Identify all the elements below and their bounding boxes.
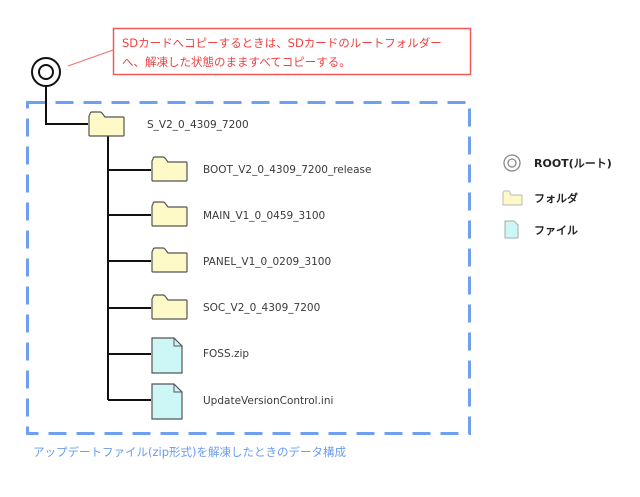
folder-icon — [151, 247, 188, 273]
callout-leader-line — [67, 49, 114, 67]
callout-box — [112, 27, 472, 76]
folder-icon — [151, 201, 188, 227]
item-label: FOSS.zip — [203, 348, 249, 360]
diagram-caption: アップデートファイル(zip形式)を解凍したときのデータ構成 — [33, 445, 347, 459]
legend-item-root: ROOT(ルート) — [503, 154, 612, 172]
tree-item-0[interactable]: BOOT_V2_0_4309_7200_release — [151, 156, 372, 182]
callout-text-line1: SDカードへコピーするときは、SDカードのルートフォルダー — [122, 36, 442, 50]
root-to-top-folder-line — [45, 86, 88, 125]
legend-item-file: ファイル — [504, 220, 578, 239]
tree-item-2[interactable]: PANEL_V1_0_0209_3100 — [151, 247, 331, 273]
item-label: BOOT_V2_0_4309_7200_release — [203, 164, 372, 176]
folder-icon — [151, 294, 188, 320]
file-icon — [151, 337, 183, 374]
tree-item-4[interactable]: FOSS.zip — [151, 337, 249, 374]
root-icon — [31, 57, 61, 87]
callout-text-line2: へ、解凍した状態のまますべてコピーする。 — [122, 55, 351, 69]
folder-icon — [502, 190, 523, 206]
folder-icon — [88, 111, 125, 137]
item-label: SOC_V2_0_4309_7200 — [203, 302, 320, 314]
legend-label: ROOT(ルート) — [534, 157, 612, 170]
dashed-container — [26, 101, 471, 435]
folder-icon — [151, 156, 188, 182]
item-label: PANEL_V1_0_0209_3100 — [203, 256, 331, 268]
legend-label: ファイル — [534, 224, 578, 237]
legend-label: フォルダ — [534, 191, 578, 205]
item-label: MAIN_V1_0_0459_3100 — [203, 210, 325, 222]
tree-lines — [45, 86, 151, 401]
root-icon — [503, 154, 521, 172]
file-icon — [504, 220, 519, 239]
top-folder[interactable]: S_V2_0_4309_7200 — [88, 111, 249, 137]
folder-label: S_V2_0_4309_7200 — [147, 119, 249, 131]
legend: ROOT(ルート) フォルダ ファイル — [502, 154, 612, 239]
tree-item-1[interactable]: MAIN_V1_0_0459_3100 — [151, 201, 325, 227]
item-label: UpdateVersionControl.ini — [203, 395, 333, 407]
tree-item-5[interactable]: UpdateVersionControl.ini — [151, 383, 333, 420]
tree-item-3[interactable]: SOC_V2_0_4309_7200 — [151, 294, 320, 320]
legend-item-folder: フォルダ — [502, 190, 578, 206]
file-icon — [151, 383, 183, 420]
